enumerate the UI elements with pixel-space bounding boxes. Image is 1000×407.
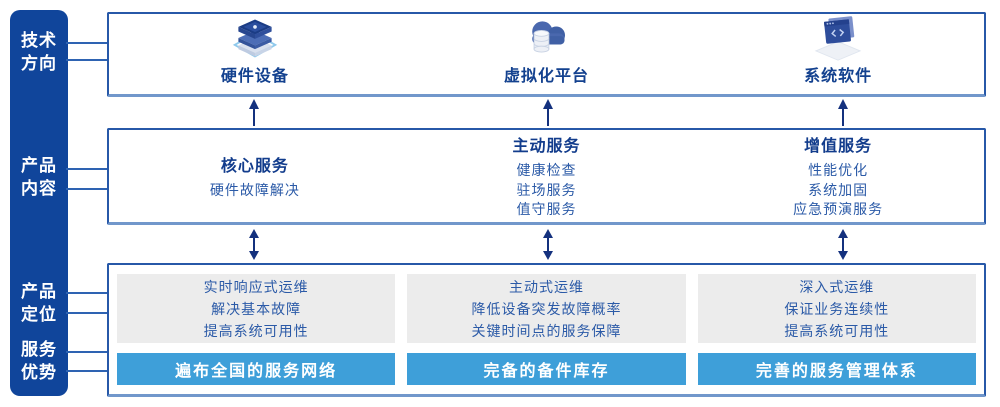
- service-item: 健康检查: [516, 162, 577, 179]
- double-arrow: [838, 229, 848, 260]
- connector-line: [66, 370, 109, 372]
- connector-line: [66, 59, 109, 61]
- service-title: 增值服务: [804, 138, 873, 156]
- tech-col-hardware: 硬件设备: [109, 14, 401, 94]
- tech-label-software: 系统软件: [804, 68, 873, 85]
- product-content-box: 核心服务 硬件故障解决 主动服务 健康检查 驻场服务 值守服务 增值服务 性能优…: [107, 128, 986, 225]
- connector-line: [66, 351, 109, 353]
- product-position-box: 实时响应式运维 解决基本故障 提高系统可用性 遍布全国的服务网络 主动式运维 降…: [107, 263, 986, 397]
- position-col-deep: 深入式运维 保证业务连续性 提高系统可用性 完善的服务管理体系: [697, 274, 976, 385]
- connector-line: [66, 188, 109, 190]
- sidebar-label-product-content: 产品 内容: [21, 156, 57, 198]
- tech-label-hardware: 硬件设备: [220, 68, 289, 85]
- up-arrow: [249, 99, 259, 126]
- connector-line: [66, 312, 109, 314]
- service-item: 性能优化: [808, 162, 869, 179]
- double-arrow: [249, 229, 259, 260]
- tech-label-virtualization: 虚拟化平台: [504, 68, 590, 85]
- service-col-value-added: 增值服务 性能优化 系统加固 应急预演服务: [692, 130, 984, 222]
- cloud-database-icon: [531, 21, 565, 53]
- connector-line: [66, 168, 109, 170]
- service-col-core: 核心服务 硬件故障解决: [109, 130, 401, 222]
- position-panel: 实时响应式运维 解决基本故障 提高系统可用性: [117, 274, 396, 343]
- sidebar-label-service-strength: 服务 优势: [21, 340, 57, 382]
- strength-badge: 遍布全国的服务网络: [117, 353, 396, 385]
- service-title: 核心服务: [220, 157, 289, 175]
- connector-line: [66, 292, 109, 294]
- category-sidebar: 技术 方向 产品 内容 产品 定位 服务 优势: [10, 10, 68, 396]
- position-panel: 深入式运维 保证业务连续性 提高系统可用性: [697, 274, 976, 343]
- up-arrow: [838, 99, 848, 126]
- tech-col-software: 系统软件: [692, 14, 984, 94]
- tech-col-virtualization: 虚拟化平台: [401, 14, 693, 94]
- sidebar-label-tech-direction: 技术 方向: [21, 31, 57, 73]
- server-stack-icon: [232, 19, 278, 58]
- sidebar-label-product-position: 产品 定位: [21, 282, 57, 324]
- service-item: 应急预演服务: [793, 201, 884, 218]
- strength-badge: 完善的服务管理体系: [697, 353, 976, 385]
- code-window-icon: [814, 16, 862, 61]
- service-item: 硬件故障解决: [209, 181, 300, 198]
- connector-line: [66, 42, 109, 44]
- tech-direction-box: 硬件设备 虚拟化平台: [107, 12, 986, 97]
- service-item: 值守服务: [516, 201, 577, 218]
- service-item: 驻场服务: [516, 181, 577, 198]
- service-item: 系统加固: [808, 181, 869, 198]
- position-panel: 主动式运维 降低设备突发故障概率 关键时间点的服务保障: [407, 274, 686, 343]
- double-arrow: [543, 229, 553, 260]
- position-col-realtime: 实时响应式运维 解决基本故障 提高系统可用性 遍布全国的服务网络: [117, 274, 396, 385]
- position-col-proactive: 主动式运维 降低设备突发故障概率 关键时间点的服务保障 完备的备件库存: [407, 274, 686, 385]
- strength-badge: 完备的备件库存: [407, 353, 686, 385]
- service-title: 主动服务: [512, 138, 581, 156]
- up-arrow: [543, 99, 553, 126]
- service-col-proactive: 主动服务 健康检查 驻场服务 值守服务: [401, 130, 693, 222]
